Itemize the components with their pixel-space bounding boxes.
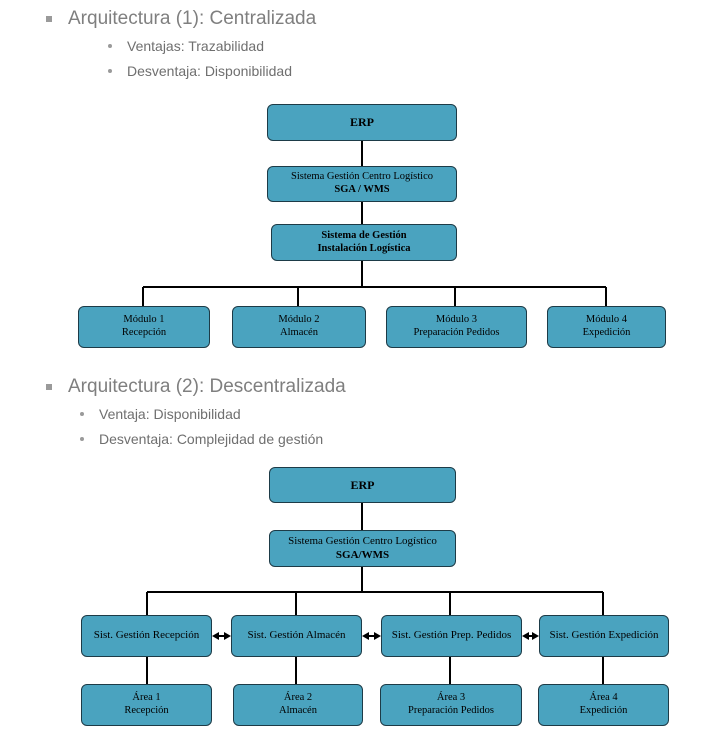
- sga-label-line2: SGA/WMS: [335, 548, 390, 561]
- area-label-line1: Área 4: [589, 692, 618, 704]
- dot-bullet-icon: [80, 412, 84, 416]
- section2-bullet-text: Ventaja: Disponibilidad: [99, 406, 241, 422]
- module-box-3: Módulo 3 Preparación Pedidos: [386, 306, 527, 348]
- erp-box-2: ERP: [269, 467, 456, 503]
- module-label-line1: Módulo 4: [585, 314, 628, 326]
- module-label-line1: Módulo 1: [123, 314, 165, 326]
- system-box-2: Sist. Gestión Almacén: [231, 615, 362, 657]
- area-label-line1: Área 3: [436, 692, 466, 704]
- area-label-line2: Recepción: [124, 705, 169, 716]
- sga-label-line1: Sistema Gestión Centro Logístico: [288, 535, 437, 548]
- module-label-line2: Recepción: [121, 327, 167, 338]
- area-box-2: Área 2 Almacén: [233, 684, 363, 726]
- module-label-line1: Módulo 2: [278, 314, 320, 326]
- erp-box: ERP: [267, 104, 457, 141]
- sga-label-line1: Sistema Gestión Centro Logístico: [290, 171, 434, 183]
- section2-bullet-2: Desventaja: Complejidad de gestión: [80, 431, 323, 447]
- area-box-3: Área 3 Preparación Pedidos: [380, 684, 522, 726]
- dot-bullet-icon: [108, 69, 112, 73]
- system-label: Sist. Gestión Almacén: [247, 629, 346, 642]
- module-label-line1: Módulo 3: [435, 314, 478, 326]
- sgil-box: Sistema de Gestión Instalación Logística: [271, 224, 457, 261]
- sgil-label-line1: Sistema de Gestión: [321, 229, 407, 241]
- area-box-4: Área 4 Expedición: [538, 684, 669, 726]
- dot-bullet-icon: [108, 44, 112, 48]
- area-label-line1: Área 2: [283, 692, 313, 704]
- system-label: Sist. Gestión Prep. Pedidos: [391, 629, 512, 642]
- area-label-line1: Área 1: [132, 692, 161, 704]
- system-box-1: Sist. Gestión Recepción: [81, 615, 212, 657]
- module-label-line2: Almacén: [280, 327, 318, 338]
- section2-heading: Arquitectura (2): Descentralizada: [46, 376, 346, 398]
- module-box-4: Módulo 4 Expedición: [547, 306, 666, 348]
- section1-bullet-text: Desventaja: Disponibilidad: [127, 63, 292, 79]
- sga-box-2: Sistema Gestión Centro Logístico SGA/WMS: [269, 530, 456, 567]
- sgil-label-line2: Instalación Logística: [317, 242, 411, 254]
- sga-box: Sistema Gestión Centro Logístico SGA / W…: [267, 166, 457, 202]
- system-box-4: Sist. Gestión Expedición: [539, 615, 669, 657]
- system-label: Sist. Gestión Expedición: [549, 629, 659, 642]
- square-bullet-icon: [46, 384, 52, 390]
- area-label-line2: Preparación Pedidos: [407, 705, 495, 716]
- section1-bullet-2: Desventaja: Disponibilidad: [108, 63, 292, 79]
- section2-bullet-text: Desventaja: Complejidad de gestión: [99, 431, 324, 447]
- system-box-3: Sist. Gestión Prep. Pedidos: [381, 615, 522, 657]
- module-label-line2: Preparación Pedidos: [413, 327, 500, 338]
- sga-label-line2: SGA / WMS: [334, 184, 390, 195]
- area-box-1: Área 1 Recepción: [81, 684, 212, 726]
- section1-heading: Arquitectura (1): Centralizada: [46, 8, 316, 30]
- section1-bullet-text: Ventajas: Trazabilidad: [127, 38, 264, 54]
- area-label-line2: Expedición: [579, 705, 628, 716]
- module-box-2: Módulo 2 Almacén: [232, 306, 366, 348]
- section2-title: Arquitectura (2): Descentralizada: [68, 376, 346, 397]
- module-box-1: Módulo 1 Recepción: [78, 306, 210, 348]
- square-bullet-icon: [46, 16, 52, 22]
- module-label-line2: Expedición: [582, 327, 631, 338]
- erp-label: ERP: [350, 477, 375, 492]
- dot-bullet-icon: [80, 437, 84, 441]
- section1-title: Arquitectura (1): Centralizada: [68, 8, 317, 29]
- section2-bullet-1: Ventaja: Disponibilidad: [80, 406, 241, 422]
- section1-bullet-1: Ventajas: Trazabilidad: [108, 38, 264, 54]
- area-label-line2: Almacén: [279, 705, 317, 716]
- system-label: Sist. Gestión Recepción: [93, 629, 200, 642]
- erp-label: ERP: [350, 115, 374, 130]
